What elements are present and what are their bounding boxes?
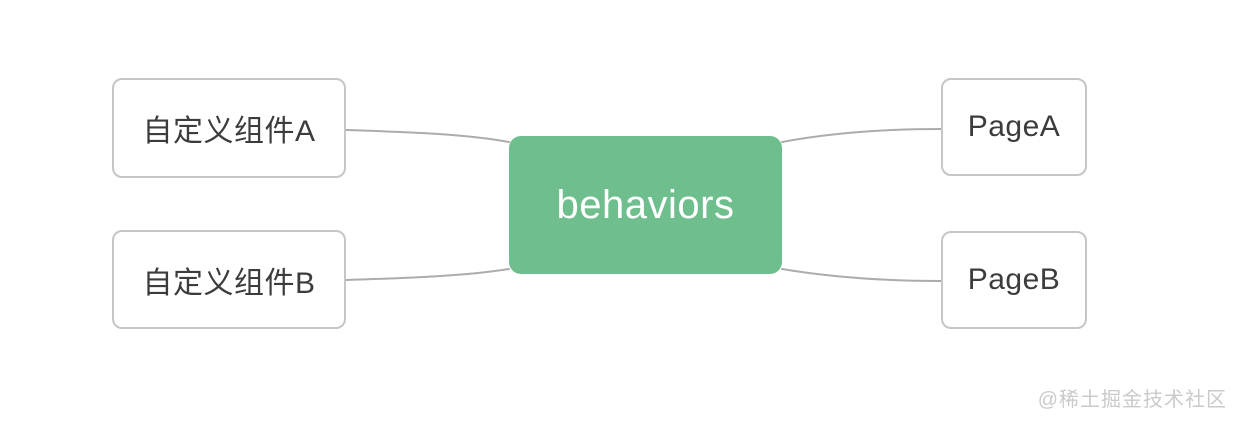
connector-component-b-to-behaviors xyxy=(345,268,510,281)
node-behaviors-label: behaviors xyxy=(556,182,735,227)
connector-component-a-to-behaviors xyxy=(345,129,510,143)
node-custom-component-a: 自定义组件A xyxy=(112,78,346,178)
node-custom-component-b: 自定义组件B xyxy=(112,230,346,329)
connector-behaviors-to-page-a xyxy=(781,128,942,143)
connector-behaviors-to-page-b xyxy=(781,268,942,282)
node-custom-component-b-label: 自定义组件B xyxy=(142,266,316,300)
node-page-a-label: PageA xyxy=(967,110,1061,143)
watermark: @稀土掘金技术社区 xyxy=(1037,389,1227,411)
node-page-b: PageB xyxy=(941,231,1087,329)
node-page-b-label: PageB xyxy=(967,263,1061,296)
node-page-a: PageA xyxy=(941,78,1087,176)
node-custom-component-a-label: 自定义组件A xyxy=(142,115,316,148)
node-behaviors: behaviors xyxy=(509,136,782,274)
